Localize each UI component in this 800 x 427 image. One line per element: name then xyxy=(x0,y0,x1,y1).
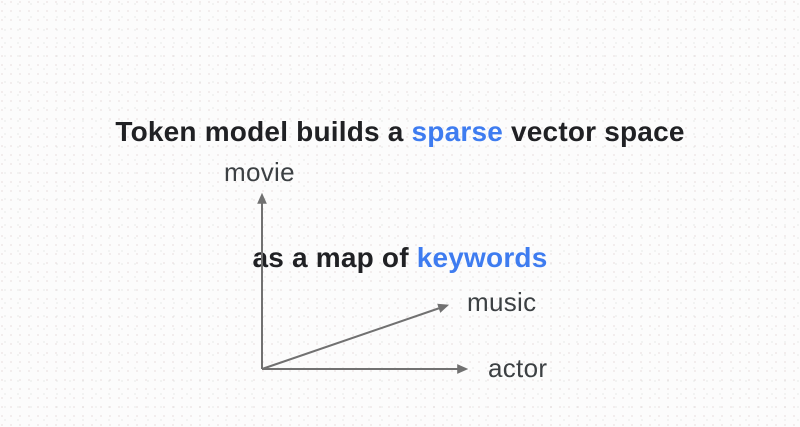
axis-label-actor: actor xyxy=(488,353,548,383)
axis-music-arrow xyxy=(261,303,450,370)
title-segment: Token model builds a xyxy=(115,116,412,147)
axis-label-music: music xyxy=(467,287,537,317)
title-highlight-sparse: sparse xyxy=(411,116,504,147)
page-title: Token model builds a sparse vector space… xyxy=(0,27,800,363)
title-line-1: Token model builds a sparse vector space xyxy=(0,111,800,153)
title-line-2: as a map of keywords xyxy=(0,237,800,279)
title-segment: as a map of xyxy=(252,242,417,273)
axis-label-movie: movie xyxy=(224,157,295,187)
title-highlight-keywords: keywords xyxy=(416,242,548,273)
title-segment: vector space xyxy=(503,116,685,147)
